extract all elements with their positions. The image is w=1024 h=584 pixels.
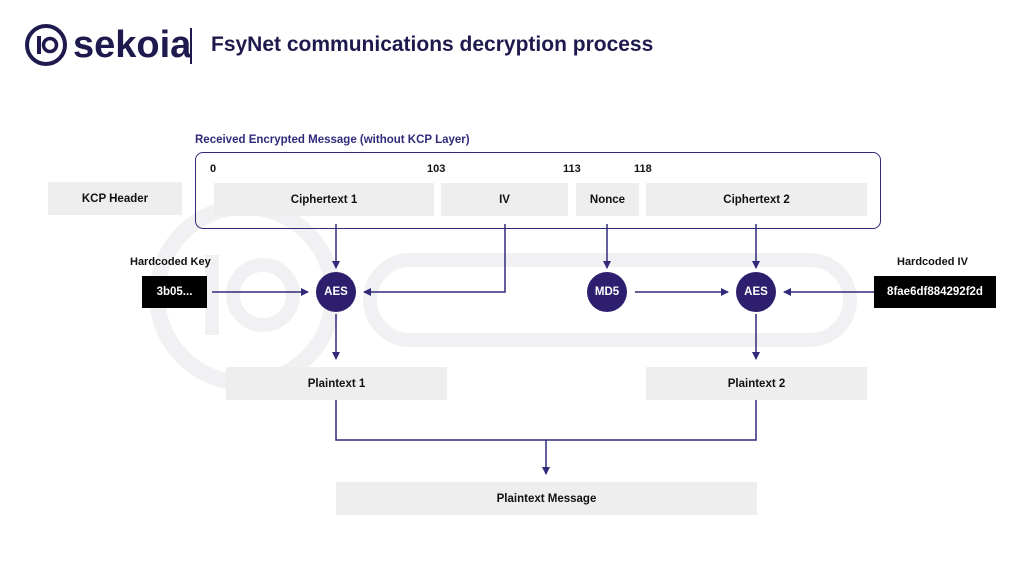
segment-ciphertext-2: Ciphertext 2 — [646, 183, 867, 216]
page-title: FsyNet communications decryption process — [211, 33, 654, 56]
md5-node: MD5 — [587, 272, 627, 312]
hardcoded-key-value: 3b05... — [142, 276, 207, 308]
hardcoded-iv-value: 8fae6df884292f2d — [874, 276, 996, 308]
kcp-header-box: KCP Header — [48, 182, 182, 215]
aes-node-left: AES — [316, 272, 356, 312]
encrypted-message-frame — [195, 152, 881, 229]
message-section-label: Received Encrypted Message (without KCP … — [195, 134, 470, 146]
segment-nonce: Nonce — [576, 183, 639, 216]
aes-node-right: AES — [736, 272, 776, 312]
offset-label: 103 — [427, 163, 446, 175]
hardcoded-iv-label: Hardcoded IV — [897, 256, 968, 268]
merge-line — [335, 400, 757, 441]
hardcoded-key-label: Hardcoded Key — [130, 256, 211, 268]
plaintext-1-box: Plaintext 1 — [226, 367, 447, 400]
brand-name: sekoia — [73, 24, 192, 66]
offset-label: 118 — [634, 163, 652, 175]
plaintext-2-box: Plaintext 2 — [646, 367, 867, 400]
segment-ciphertext-1: Ciphertext 1 — [214, 183, 434, 216]
sekoia-logo-icon — [25, 24, 67, 66]
arrow-iv-to-aes-left — [363, 224, 506, 296]
plaintext-message-box: Plaintext Message — [336, 482, 757, 515]
offset-label: 113 — [563, 163, 581, 175]
offset-label: 0 — [210, 163, 217, 175]
segment-iv: IV — [441, 183, 568, 216]
header-divider — [190, 28, 192, 64]
